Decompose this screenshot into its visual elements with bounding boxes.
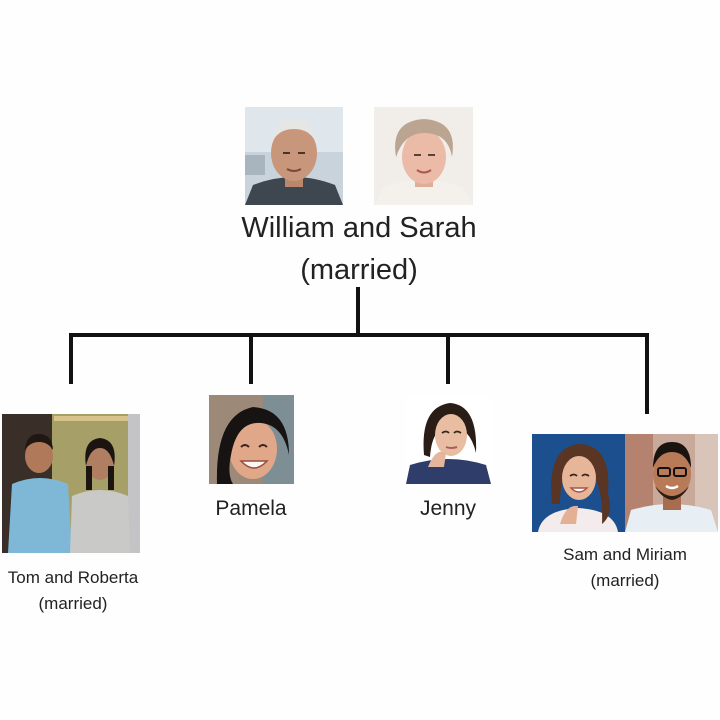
connector-branch-sam-miriam [645,333,649,414]
connector-branch-tom-roberta [69,333,73,384]
photo-pamela [209,395,294,484]
parents-names: William and Sarah [241,212,477,244]
connector-horizontal [69,333,649,337]
photo-sam [625,434,718,532]
photo-william [245,107,343,205]
connector-branch-jenny [446,333,450,384]
connector-branch-pamela [249,333,253,384]
child-sam-miriam-status: (married) [590,571,660,590]
photo-jenny [406,397,491,484]
child-sam-miriam-names: Sam and Miriam [563,545,687,564]
photo-tom-roberta [2,414,140,553]
child-jenny-name: Jenny [419,497,477,520]
child-pamela-name: Pamela [215,497,287,520]
photo-sarah [374,107,473,205]
connector-trunk [356,287,360,335]
child-tom-roberta-names: Tom and Roberta [7,568,139,587]
parents-status: (married) [300,254,418,286]
child-tom-roberta-status: (married) [38,594,108,613]
photo-miriam [532,434,625,532]
